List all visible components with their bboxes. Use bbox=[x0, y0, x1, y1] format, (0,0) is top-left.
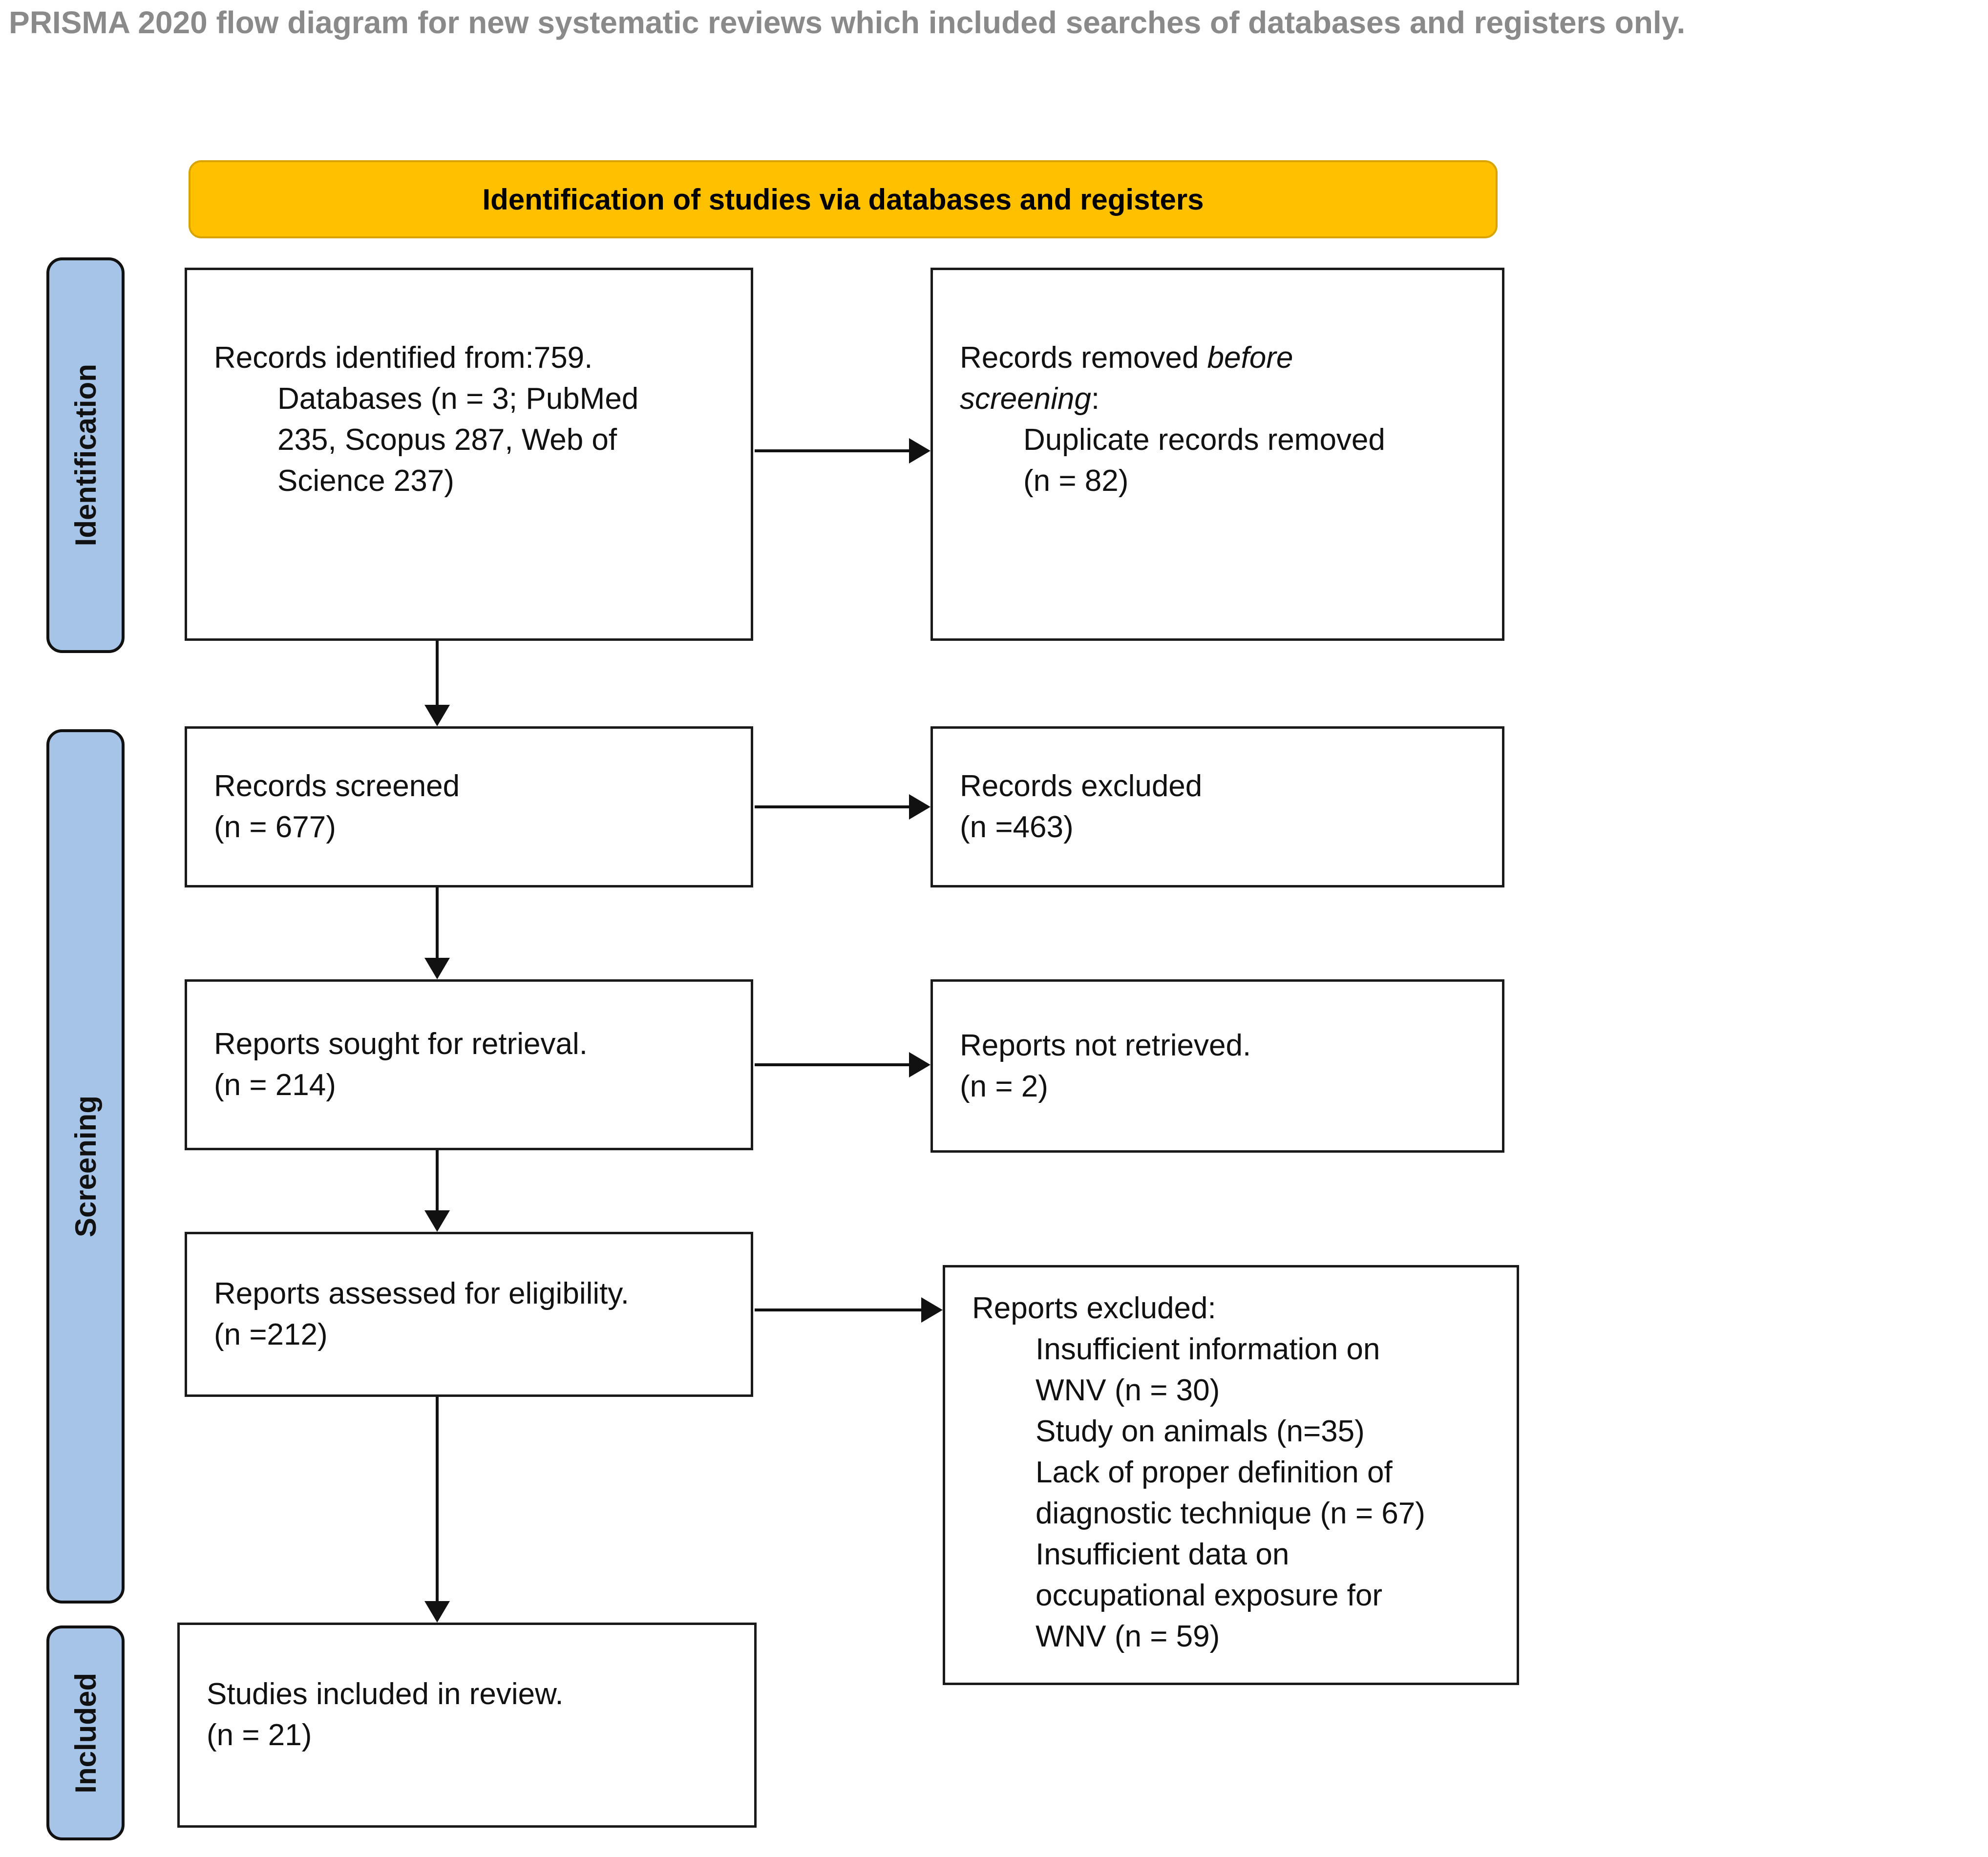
arrow-assessed-to-excluded-reasons bbox=[755, 1297, 943, 1323]
box-records-screened: Records screened(n = 677) bbox=[185, 726, 753, 887]
stage-included: Included bbox=[46, 1625, 125, 1840]
arrow-identified-to-removed bbox=[755, 438, 931, 464]
box-reports-excluded-reasons: Reports excluded:Insufficient informatio… bbox=[943, 1265, 1519, 1685]
banner-identification-of-studies: Identification of studies via databases … bbox=[189, 160, 1498, 238]
box-records-identified: Records identified from:759.Databases (n… bbox=[185, 268, 753, 641]
arrowhead-down-icon bbox=[424, 1210, 450, 1232]
box-reports-not-retrieved: Reports not retrieved.(n = 2) bbox=[931, 979, 1504, 1153]
arrowhead-right-icon bbox=[909, 794, 931, 820]
arrow-sought-to-not-retrieved bbox=[755, 1052, 931, 1077]
page-title: PRISMA 2020 flow diagram for new systema… bbox=[9, 5, 1686, 40]
box-studies-included-in-review: Studies included in review.(n = 21) bbox=[177, 1623, 757, 1828]
arrow-assessed-to-included bbox=[424, 1397, 450, 1623]
arrowhead-down-icon bbox=[424, 705, 450, 726]
banner-label: Identification of studies via databases … bbox=[482, 183, 1204, 216]
stage-identification: Identification bbox=[46, 257, 125, 653]
arrow-identified-to-screened bbox=[424, 641, 450, 726]
arrow-sought-to-assessed bbox=[424, 1150, 450, 1232]
arrowhead-right-icon bbox=[921, 1297, 943, 1323]
stage-included-label: Included bbox=[69, 1672, 102, 1794]
arrowhead-right-icon bbox=[909, 1052, 931, 1077]
stage-screening-label: Screening bbox=[69, 1095, 102, 1238]
arrow-screened-to-excluded bbox=[755, 794, 931, 820]
arrowhead-right-icon bbox=[909, 438, 931, 464]
box-reports-sought-for-retrieval: Reports sought for retrieval.(n = 214) bbox=[185, 979, 753, 1150]
arrowhead-down-icon bbox=[424, 1601, 450, 1623]
arrow-screened-to-sought bbox=[424, 887, 450, 979]
arrowhead-down-icon bbox=[424, 958, 450, 979]
box-reports-assessed-for-eligibility: Reports assessed for eligibility.(n =212… bbox=[185, 1232, 753, 1397]
stage-screening: Screening bbox=[46, 729, 125, 1604]
box-records-excluded: Records excluded(n =463) bbox=[931, 726, 1504, 887]
stage-identification-label: Identification bbox=[69, 364, 102, 547]
